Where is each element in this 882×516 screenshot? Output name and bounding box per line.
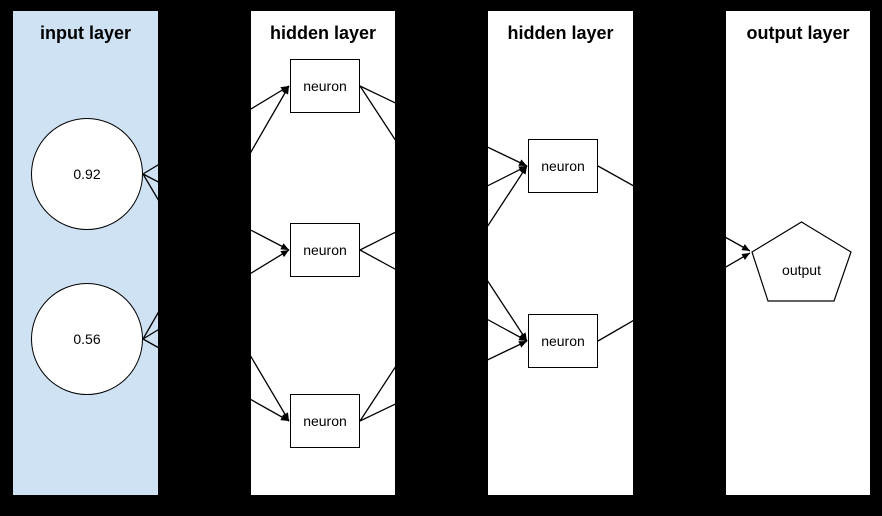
hidden1-neuron-3-label: neuron — [303, 413, 347, 429]
hidden1-neuron-1-label: neuron — [303, 78, 347, 94]
hidden1-neuron-2: neuron — [290, 223, 360, 277]
input-node-2: 0.56 — [31, 283, 143, 395]
hidden-layer-2-panel: hidden layer — [488, 11, 633, 495]
hidden2-neuron-1: neuron — [528, 139, 598, 193]
hidden1-neuron-1: neuron — [290, 59, 360, 113]
hidden2-neuron-2-label: neuron — [541, 333, 585, 349]
hidden1-neuron-2-label: neuron — [303, 242, 347, 258]
input-node-1: 0.92 — [31, 118, 143, 230]
hidden-layer-2-title: hidden layer — [507, 23, 614, 43]
hidden2-neuron-2: neuron — [528, 314, 598, 368]
input-layer-panel: input layer — [13, 11, 158, 495]
input-node-2-label: 0.56 — [73, 331, 101, 347]
output-node-pentagon: output — [751, 221, 852, 302]
input-layer-title: input layer — [39, 23, 132, 43]
output-node-label: output — [782, 262, 821, 278]
hidden1-neuron-3: neuron — [290, 394, 360, 448]
hidden-layer-1-title: hidden layer — [269, 23, 377, 43]
output-layer-title: output layer — [746, 23, 850, 43]
hidden2-neuron-1-label: neuron — [541, 158, 585, 174]
pentagon-shape — [751, 221, 852, 302]
input-node-1-label: 0.92 — [73, 166, 101, 182]
